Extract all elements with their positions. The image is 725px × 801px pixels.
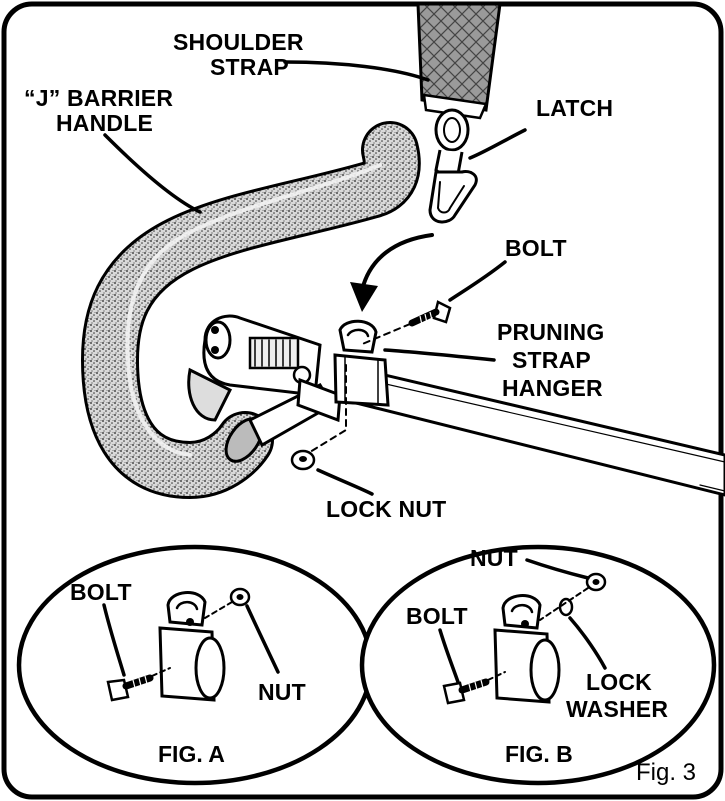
handle-bracket: [187, 314, 342, 423]
fig-b-lock-label-line2: WASHER: [566, 696, 668, 722]
label-latch: LATCH: [536, 95, 613, 121]
label-shoulder-strap-line1: SHOULDER: [173, 29, 304, 55]
label-j-barrier-line2: HANDLE: [56, 110, 153, 136]
label-shoulder-strap-line2: STRAP: [210, 54, 289, 80]
shoulder-strap: [416, 2, 502, 120]
label-pruning-line2: STRAP: [512, 347, 591, 373]
leader-lines: [103, 60, 527, 496]
label-j-barrier-line1: “J” BARRIER: [24, 85, 173, 111]
label-bolt: BOLT: [505, 235, 567, 261]
label-pruning-line1: PRUNING: [497, 319, 604, 345]
assembly-guide-lines: [309, 323, 411, 453]
fig-a-inset: [16, 544, 374, 786]
attach-arrow: [350, 233, 434, 312]
fig-a-title: FIG. A: [158, 741, 225, 767]
bolt-main: [408, 300, 452, 327]
figure-number: Fig. 3: [636, 759, 696, 786]
fig-b-title: FIG. B: [505, 741, 573, 767]
pruning-strap-hanger: [333, 319, 390, 407]
fig-a-nut-label: NUT: [258, 679, 306, 705]
fig-b-lock-label-line1: LOCK: [586, 669, 652, 695]
latch-clip: [428, 108, 478, 224]
fig-b-nut-label: NUT: [470, 545, 518, 571]
fig-b-bolt-label: BOLT: [406, 603, 468, 629]
fig-b-inset: [359, 544, 717, 786]
fig-a-bolt-label: BOLT: [70, 579, 132, 605]
lock-nut: [290, 449, 316, 471]
label-lock-nut: LOCK NUT: [326, 496, 446, 522]
label-pruning-line3: HANGER: [502, 375, 603, 401]
